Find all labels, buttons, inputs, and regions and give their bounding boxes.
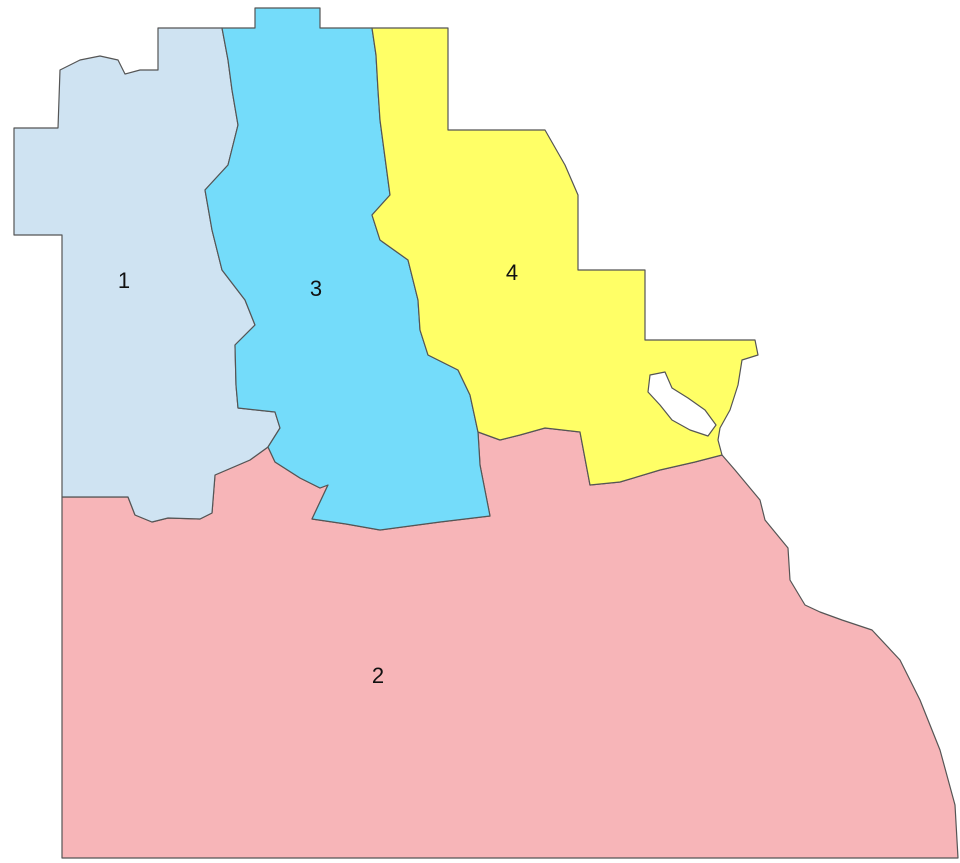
lake-void xyxy=(647,371,717,437)
district-4-region[interactable] xyxy=(371,27,759,486)
district-4-label: 4 xyxy=(506,260,518,285)
district-1-label: 1 xyxy=(118,268,130,293)
district-2-label: 2 xyxy=(372,663,384,688)
district-3-label: 3 xyxy=(310,276,322,301)
